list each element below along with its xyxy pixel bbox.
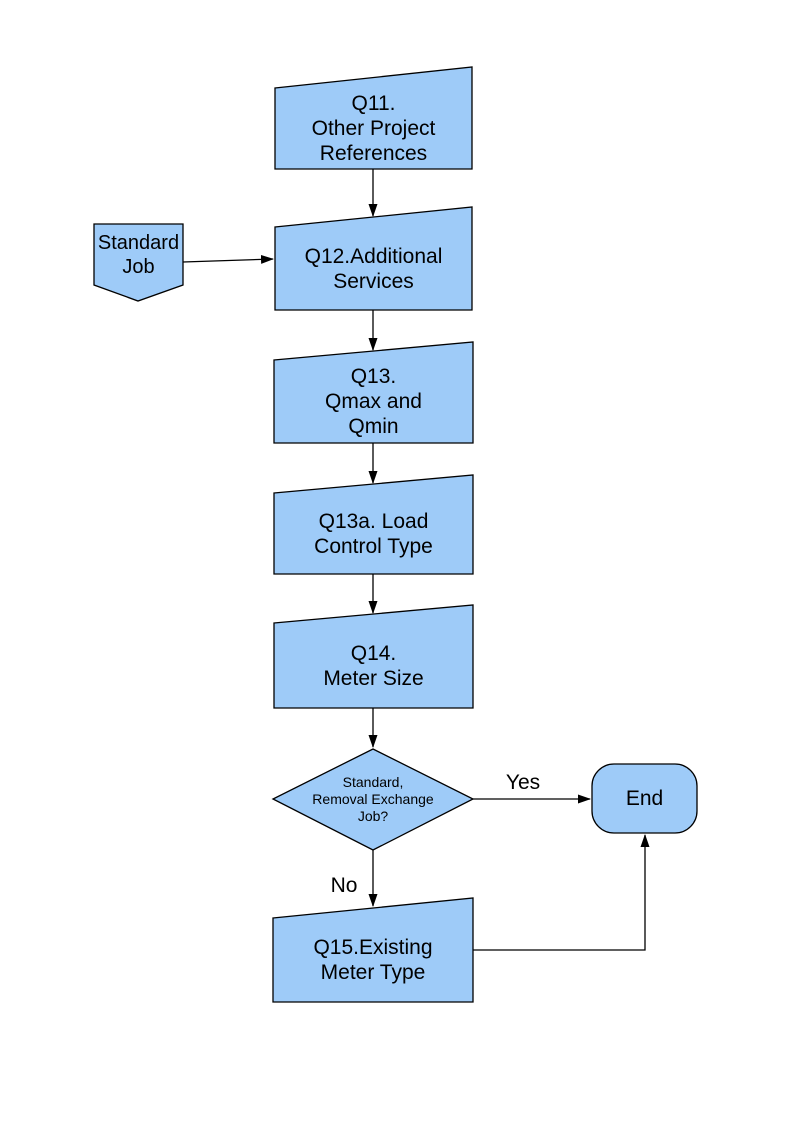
q12-node: [274, 206, 473, 311]
q11-node: [274, 66, 473, 170]
standard-job-connector: [93, 223, 184, 302]
connector-standardjob-q12: [182, 254, 274, 264]
q15-node: [272, 897, 474, 1003]
connector-q15-end: [473, 834, 650, 951]
q14-node: [273, 604, 474, 709]
decision-diamond: [271, 748, 475, 851]
end-terminator: [591, 763, 698, 834]
q13-node: [273, 341, 474, 444]
q13a-node: [273, 474, 474, 575]
